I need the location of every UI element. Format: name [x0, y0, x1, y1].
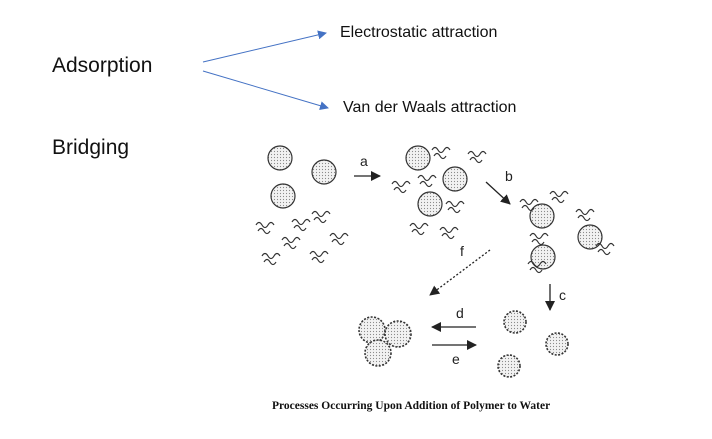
stage-coated-particles — [497, 310, 569, 378]
step-label-e: e — [452, 351, 460, 367]
figure-caption: Processes Occurring Upon Addition of Pol… — [272, 400, 551, 412]
term-adsorption: Adsorption — [52, 54, 153, 77]
step-label-c: c — [559, 287, 566, 303]
mechanism-electrostatic: Electrostatic attraction — [340, 24, 498, 41]
step-label-f: f — [460, 243, 464, 259]
arrow-b — [485, 181, 511, 205]
arrow-to-electrostatic — [202, 30, 327, 63]
stage-floc — [358, 316, 412, 367]
stage-free-particles — [255, 145, 349, 266]
mechanism-van-der-waals: Van der Waals attraction — [343, 99, 517, 116]
step-label-d: d — [456, 305, 464, 321]
stage-adsorbed — [391, 145, 487, 240]
term-bridging: Bridging — [52, 136, 130, 159]
step-label-b: b — [505, 168, 513, 184]
arrow-to-van-der-waals — [202, 70, 329, 111]
arrow-f — [429, 249, 491, 296]
stage-bridged — [519, 190, 615, 274]
step-label-a: a — [360, 153, 368, 169]
